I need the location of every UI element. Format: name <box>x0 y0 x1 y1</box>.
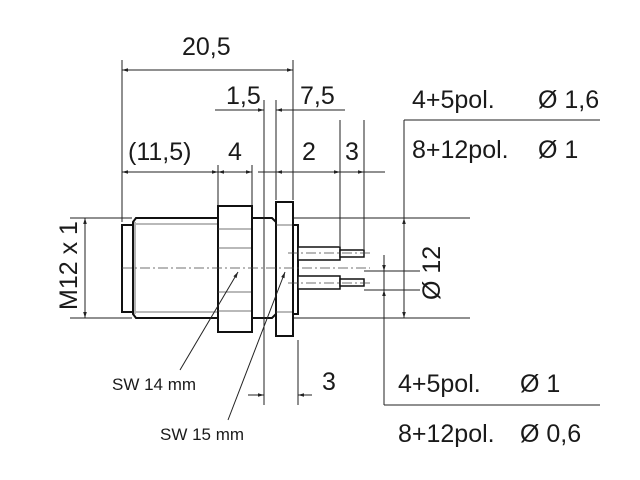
dim-flange-thickness: 3 <box>322 368 336 396</box>
label-sw15: SW 15 mm <box>160 425 244 444</box>
pin-bottom-diameter-0: Ø 1 <box>520 370 560 398</box>
pin-top-diameter-0: Ø 1,6 <box>538 86 599 114</box>
label-sw14: SW 14 mm <box>112 375 196 394</box>
pin-upper <box>297 246 341 261</box>
dim-thread-length: (11,5) <box>128 138 191 166</box>
dim-pin-step: 2 <box>302 138 316 166</box>
pin-top-diameter-1: Ø 1 <box>538 136 578 164</box>
dimension-lines <box>83 68 406 421</box>
pin-bottom-poles-0: 4+5pol. <box>398 370 481 398</box>
dim-pin-length: 7,5 <box>300 82 335 110</box>
pin-top-poles-0: 4+5pol. <box>412 86 495 114</box>
pin-lower <box>297 275 341 290</box>
pin-bottom-poles-1: 8+12pol. <box>398 420 495 448</box>
dim-flange-gap: 1,5 <box>226 82 261 110</box>
nut-sw14 <box>217 205 253 333</box>
pin-top-poles-1: 8+12pol. <box>412 136 509 164</box>
dim-pin-tip: 3 <box>345 138 359 166</box>
pin-bottom-diameter-1: Ø 0,6 <box>520 420 581 448</box>
dim-overall-length: 20,5 <box>182 33 231 61</box>
connector-body <box>121 201 370 337</box>
dim-thread: M12 x 1 <box>55 221 83 310</box>
flange-sw15 <box>275 201 294 337</box>
dim-nut-width: 4 <box>228 138 242 166</box>
dim-panel-hole: Ø 12 <box>418 246 446 300</box>
